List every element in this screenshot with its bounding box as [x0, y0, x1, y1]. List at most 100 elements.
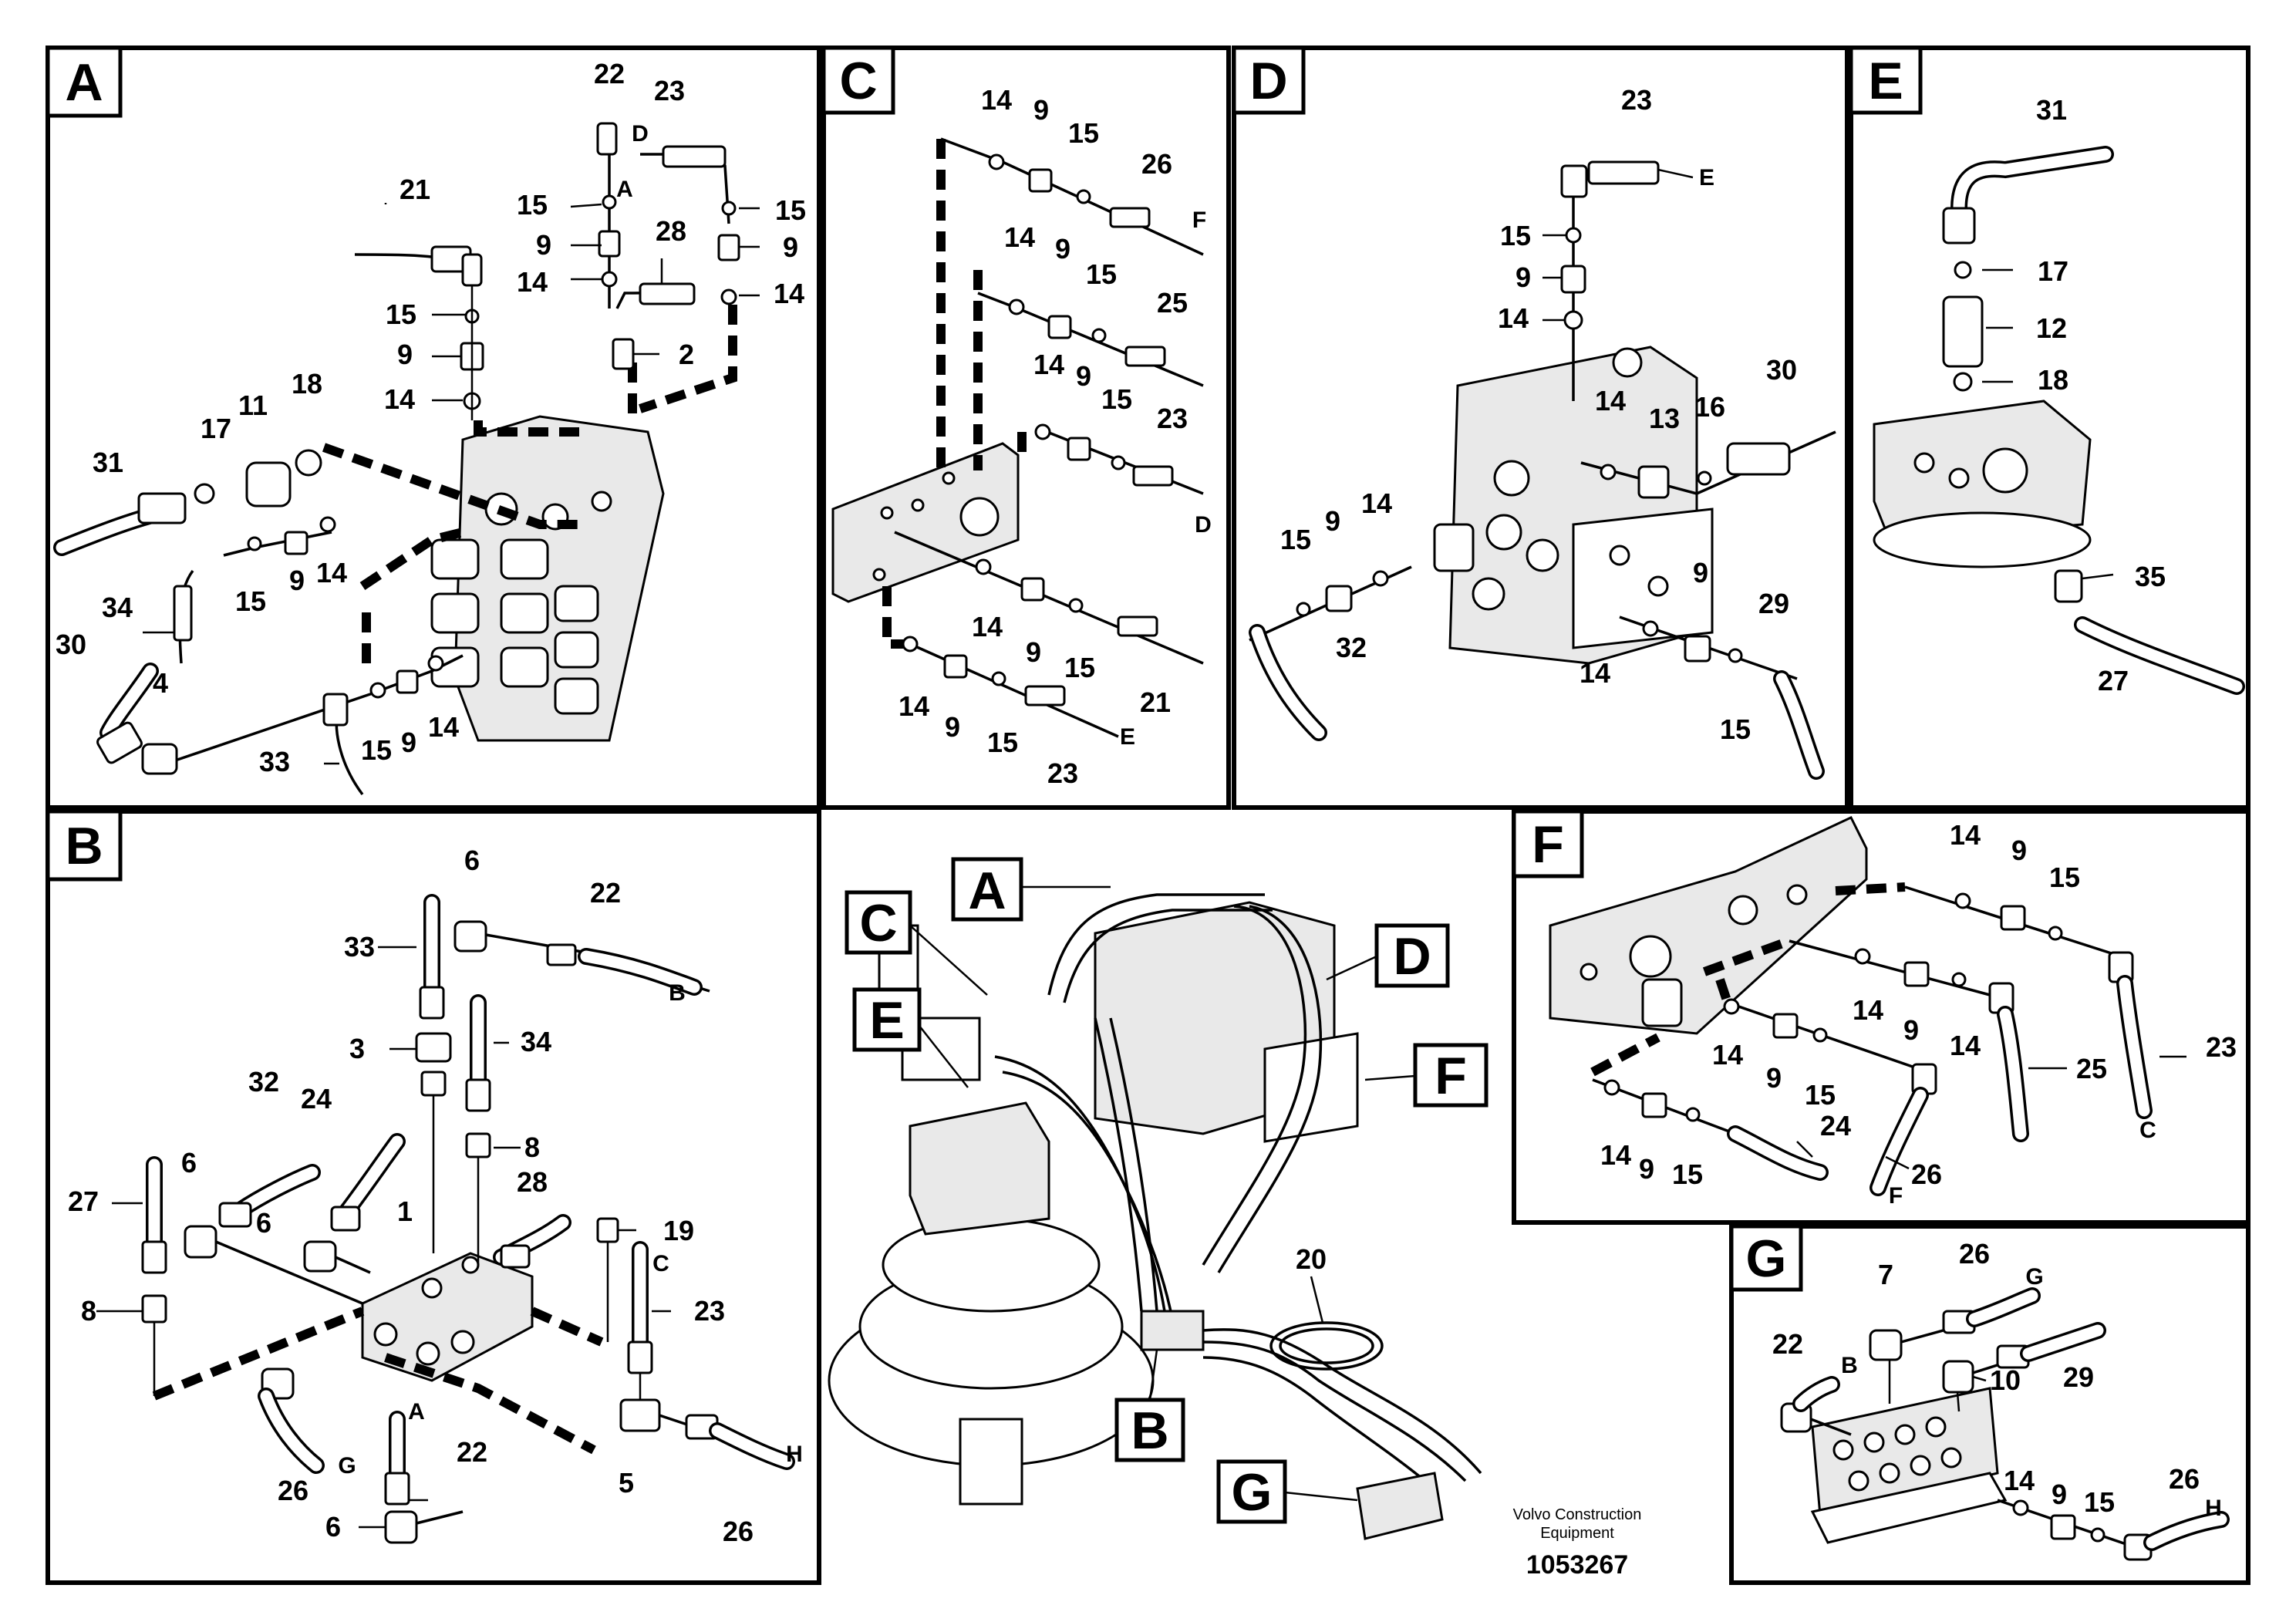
panel-c-line-23-upper	[1034, 423, 1204, 495]
callout-letter-c: C	[2139, 1118, 2156, 1143]
callout-20: 20	[1296, 1243, 1327, 1275]
overview-hose-9	[1202, 1328, 1482, 1475]
panel-f-valve-block	[1549, 816, 1868, 1035]
callout-15: 15	[2049, 862, 2080, 893]
overview-hose-2	[1063, 909, 1273, 1003]
callout-22: 22	[1772, 1328, 1803, 1360]
overview-tag-c-box	[845, 890, 912, 955]
credit-line-1: Volvo Construction	[1513, 1506, 1642, 1523]
panel-g-tag-box	[1729, 1224, 1803, 1292]
callout-letter-g: G	[2025, 1264, 2043, 1290]
callout-15: 15	[1068, 117, 1099, 149]
callout-14: 14	[1004, 221, 1035, 253]
callout-23: 23	[1621, 84, 1652, 116]
panel-g-manifold	[1810, 1387, 2008, 1544]
overview-hose-8	[1109, 1017, 1158, 1312]
callout-6: 6	[325, 1511, 341, 1543]
panel-a-route-2	[322, 443, 586, 529]
panel-c: C	[821, 46, 1231, 810]
o-ring-18	[295, 449, 322, 477]
overview-manifold-b	[1140, 1310, 1205, 1351]
credit-line-2: Equipment	[1540, 1525, 1614, 1542]
callout-6: 6	[181, 1147, 197, 1179]
callout-14: 14	[1498, 302, 1529, 334]
callout-8: 8	[81, 1295, 96, 1327]
callout-15: 15	[1280, 524, 1311, 555]
callout-14: 14	[1600, 1139, 1631, 1171]
callout-35: 35	[2135, 561, 2166, 592]
callout-29: 29	[1758, 588, 1789, 619]
panel-e-tag-box	[1849, 46, 1923, 115]
callout-23: 23	[2206, 1031, 2237, 1063]
overview-tag-f-box	[1413, 1043, 1489, 1108]
callout-27: 27	[2098, 665, 2129, 696]
callout-9: 9	[1515, 261, 1531, 293]
callout-15: 15	[1101, 383, 1132, 415]
panel-c-tag: C	[839, 52, 877, 110]
panel-c-line-25	[977, 292, 1204, 387]
callout-26: 26	[278, 1475, 308, 1506]
callout-25: 25	[1157, 287, 1188, 319]
callout-13: 13	[1649, 403, 1680, 434]
callout-letter-c: C	[652, 1251, 669, 1276]
panel-c-line-23-lower	[902, 636, 1119, 738]
panel-f-route-3	[1715, 978, 1732, 1004]
callout-11: 11	[238, 389, 268, 421]
panel-c-frame	[821, 46, 1231, 810]
callout-34: 34	[521, 1026, 551, 1057]
panel-g-tag: G	[1746, 1229, 1787, 1288]
callout-14: 14	[316, 557, 347, 588]
overview-tag-d: D	[1393, 927, 1431, 986]
callout-letter-e: E	[1120, 724, 1135, 750]
panel-b-tag-box	[46, 809, 123, 882]
elbow-10	[1942, 1360, 1974, 1394]
panel-d-tag: D	[1249, 52, 1287, 110]
callout-9: 9	[1766, 1062, 1782, 1094]
block-1	[361, 1252, 534, 1382]
callout-17: 17	[2038, 255, 2068, 287]
callout-15: 15	[2084, 1486, 2115, 1518]
callout-34: 34	[102, 592, 133, 623]
tee-3	[415, 1032, 452, 1063]
callout-1: 1	[397, 1195, 413, 1227]
panel-b: B	[46, 809, 821, 1585]
callout-26: 26	[1141, 148, 1172, 180]
callout-14: 14	[899, 690, 929, 722]
callout-28: 28	[656, 215, 686, 247]
callout-15: 15	[1720, 713, 1751, 745]
callout-14: 14	[384, 383, 415, 415]
overview-control-valve	[1094, 901, 1359, 1143]
o-ring-17	[194, 483, 215, 504]
overview-hose-7	[1094, 1017, 1143, 1312]
callout-14: 14	[517, 266, 548, 298]
callout-15: 15	[1500, 220, 1531, 251]
panel-g: G	[1729, 1224, 2250, 1585]
callout-14: 14	[1033, 349, 1064, 380]
callout-26: 26	[1959, 1238, 1990, 1270]
callout-15: 15	[361, 734, 392, 766]
panel-f-line-26	[1727, 1001, 1929, 1074]
callout-14: 14	[1950, 819, 1981, 851]
panel-f-route-4	[1590, 1033, 1660, 1077]
callout-22: 22	[590, 877, 621, 909]
callout-15: 15	[775, 194, 806, 226]
overview: A C E D F B G 20 Volvo Construction Equi…	[828, 857, 1642, 1580]
panel-a-tag: A	[65, 53, 103, 112]
overview-loop-20	[1279, 1327, 1374, 1364]
panel-b-route-1	[152, 1307, 365, 1401]
overview-tag-c: C	[859, 894, 897, 953]
overview-tag-f: F	[1435, 1047, 1467, 1105]
o-ring-18-e	[1953, 372, 1973, 392]
callout-27: 27	[68, 1185, 99, 1217]
callout-29: 29	[2063, 1361, 2094, 1393]
callout-23: 23	[694, 1295, 725, 1327]
callout-letter-d: D	[1195, 512, 1212, 538]
panel-c-line-26	[940, 137, 1204, 256]
callout-14: 14	[972, 611, 1003, 642]
callout-7: 7	[1878, 1259, 1893, 1290]
callout-14: 14	[2004, 1465, 2035, 1496]
elbow-4	[141, 743, 178, 775]
panel-a: A	[46, 46, 821, 810]
panel-a-tag-box	[46, 46, 123, 118]
